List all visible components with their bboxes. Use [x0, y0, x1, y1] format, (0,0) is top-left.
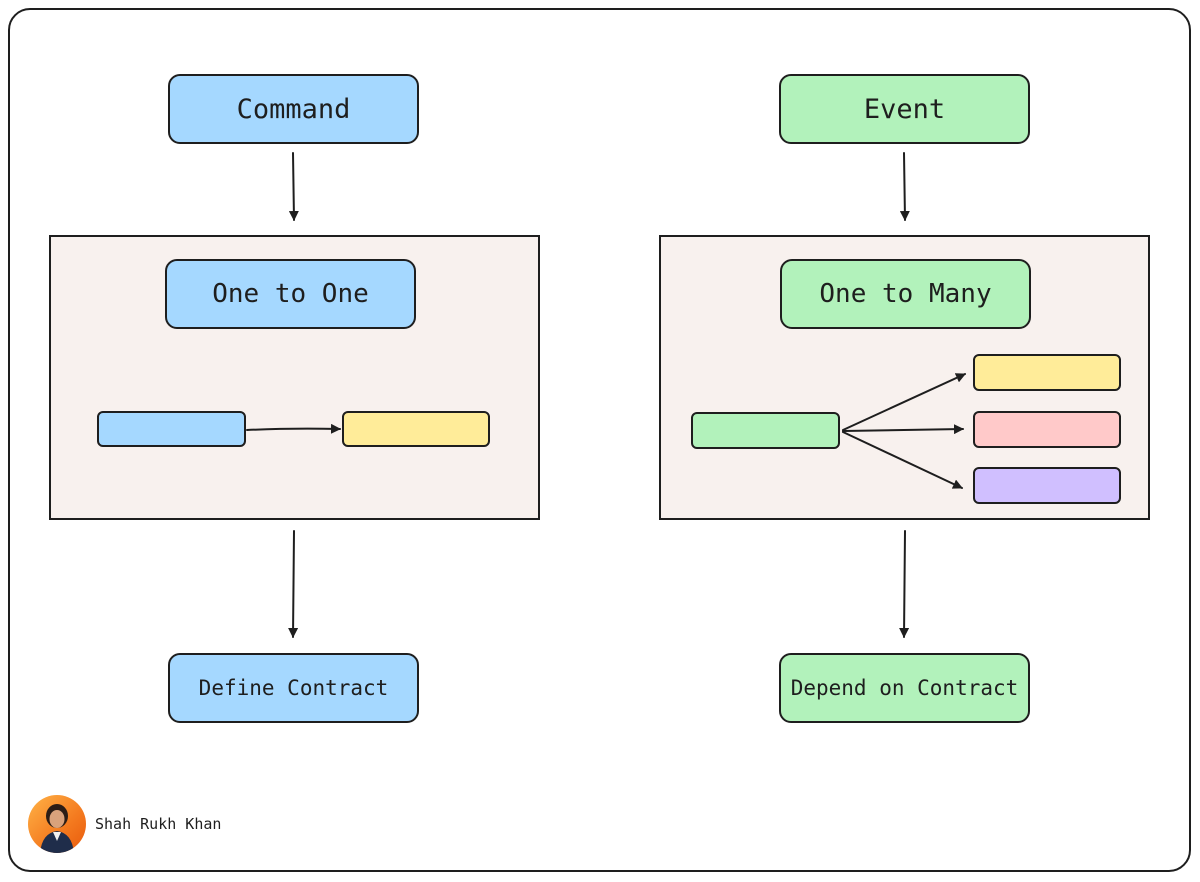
- one-to-one-label: One to One: [212, 279, 369, 309]
- event-subscriber-bar-yellow: [973, 354, 1121, 391]
- event-publisher-bar: [691, 412, 840, 449]
- event-subscriber-bar-purple: [973, 467, 1121, 504]
- command-sender-bar: [97, 411, 246, 447]
- one-to-one-box: One to One: [165, 259, 416, 329]
- author-badge: Shah Rukh Khan: [28, 795, 221, 853]
- define-contract-box: Define Contract: [168, 653, 419, 723]
- command-receiver-bar: [342, 411, 490, 447]
- command-label: Command: [236, 93, 351, 125]
- one-to-many-label: One to Many: [819, 279, 992, 309]
- event-subscriber-bar-pink: [973, 411, 1121, 448]
- define-contract-label: Define Contract: [198, 676, 389, 700]
- event-label: Event: [863, 93, 946, 125]
- event-box: Event: [779, 74, 1030, 144]
- one-to-many-box: One to Many: [780, 259, 1031, 329]
- person-avatar-icon: [28, 795, 86, 853]
- command-box: Command: [168, 74, 419, 144]
- depend-on-contract-label: Depend on Contract: [790, 676, 1019, 700]
- author-name: Shah Rukh Khan: [95, 815, 222, 833]
- depend-on-contract-box: Depend on Contract: [779, 653, 1030, 723]
